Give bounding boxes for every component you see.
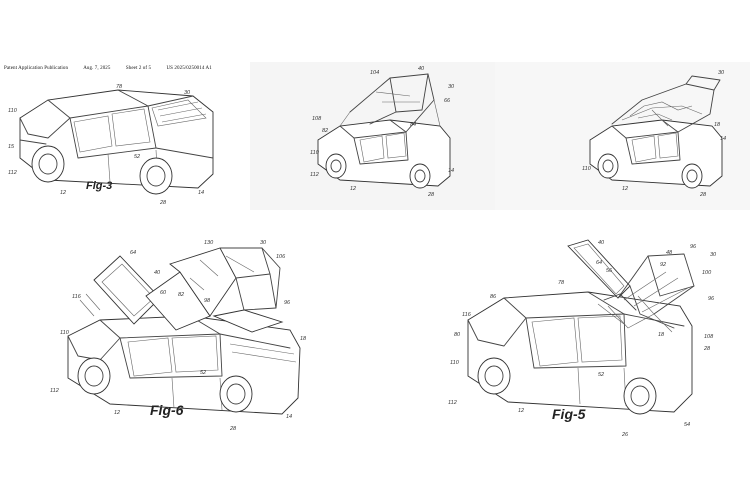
ref-label: 110 — [8, 108, 18, 114]
ref-label: 56 — [606, 268, 613, 274]
ref-label: 52 — [598, 372, 604, 378]
ref-label: 18 — [300, 336, 307, 342]
ref-label: 30 — [260, 240, 267, 246]
ref-label: 14 — [448, 168, 454, 174]
ref-label: 116 — [72, 294, 82, 300]
ref-label: 110 — [582, 166, 592, 172]
ref-label: 14 — [286, 414, 292, 420]
ref-label: 14 — [720, 136, 726, 142]
ref-label: 96 — [284, 300, 291, 306]
ref-label: 82 — [178, 292, 184, 298]
ref-label: 30 — [184, 90, 191, 96]
ref-label: 104 — [370, 70, 379, 76]
ref-label: 28 — [427, 192, 435, 198]
ref-label: 14 — [198, 190, 204, 196]
ref-label: 66 — [444, 98, 451, 104]
ref-label: 110 — [450, 360, 460, 366]
figure-top-middle-drawing: 108 40 30 104 66 82 84 112 14 28 110 12 — [310, 66, 455, 198]
ref-label: 12 — [114, 410, 120, 416]
figure-5-drawing: 40 64 48 96 30 86 78 92 100 116 56 96 80… — [448, 239, 717, 438]
ref-label: 108 — [704, 334, 714, 340]
figure-6-drawing: 64 130 30 40 106 96 60 82 98 116 110 12 … — [50, 240, 307, 432]
publication-number: US 2025/0250014 A1 — [166, 66, 212, 71]
ref-label: 96 — [708, 296, 715, 302]
ref-label: 96 — [690, 244, 697, 250]
ref-label: 108 — [312, 116, 322, 122]
ref-label: 28 — [699, 192, 707, 198]
sheet-number: Sheet 2 of 5 — [125, 66, 152, 71]
ref-label: 116 — [462, 312, 472, 318]
figure-3-drawing: 78 30 110 15 52 112 12 28 14 — [8, 84, 214, 206]
ref-label: 40 — [154, 270, 161, 276]
ref-label: 30 — [710, 252, 717, 258]
ref-label: 52 — [200, 370, 206, 376]
ref-label: 106 — [276, 254, 286, 260]
ref-label: 64 — [596, 260, 602, 266]
ref-label: 54 — [684, 422, 690, 428]
ref-label: 26 — [621, 432, 629, 438]
ref-label: 82 — [322, 128, 328, 134]
ref-label: 40 — [418, 66, 425, 72]
ref-label: 80 — [454, 332, 461, 338]
ref-label: 92 — [660, 262, 666, 268]
ref-label: 78 — [558, 280, 565, 286]
ref-label: 12 — [622, 186, 628, 192]
ref-label: 28 — [159, 200, 167, 206]
ref-label: 48 — [666, 250, 673, 256]
ref-label: 28 — [703, 346, 711, 352]
ref-label: 30 — [448, 84, 455, 90]
ref-label: 86 — [490, 294, 497, 300]
figure-6-caption: Fig-6 — [150, 402, 184, 418]
publication-label: Patent Application Publication — [4, 66, 69, 71]
ref-label: 110 — [60, 330, 70, 336]
ref-label: 12 — [60, 190, 66, 196]
patent-header: Patent Application Publication Aug. 7, 2… — [4, 66, 226, 71]
ref-label: 60 — [160, 290, 167, 296]
ref-label: 64 — [130, 250, 136, 256]
ref-label: 18 — [658, 332, 665, 338]
ref-label: 112 — [310, 172, 319, 178]
publication-date: Aug. 7, 2025 — [83, 66, 111, 71]
ref-label: 15 — [8, 144, 15, 150]
ref-label: 112 — [50, 388, 59, 394]
figure-top-right-drawing: 30 14 18 28 110 12 — [582, 70, 726, 198]
ref-label: 12 — [350, 186, 356, 192]
ref-label: 112 — [448, 400, 457, 406]
ref-label: 98 — [204, 298, 211, 304]
ref-label: 130 — [204, 240, 214, 246]
ref-label: 18 — [714, 122, 721, 128]
ref-label: 110 — [310, 150, 320, 156]
ref-label: 78 — [116, 84, 123, 90]
ref-label: 52 — [134, 154, 140, 160]
ref-label: 40 — [598, 240, 605, 246]
ref-label: 28 — [229, 426, 237, 432]
figure-5-caption: Fig-5 — [552, 406, 586, 422]
figure-3-caption: Fig-3 — [86, 180, 113, 192]
ref-label: 12 — [518, 408, 524, 414]
ref-label: 112 — [8, 170, 17, 176]
ref-label: 100 — [702, 270, 712, 276]
ref-label: 30 — [718, 70, 725, 76]
ref-label: 84 — [410, 122, 416, 128]
